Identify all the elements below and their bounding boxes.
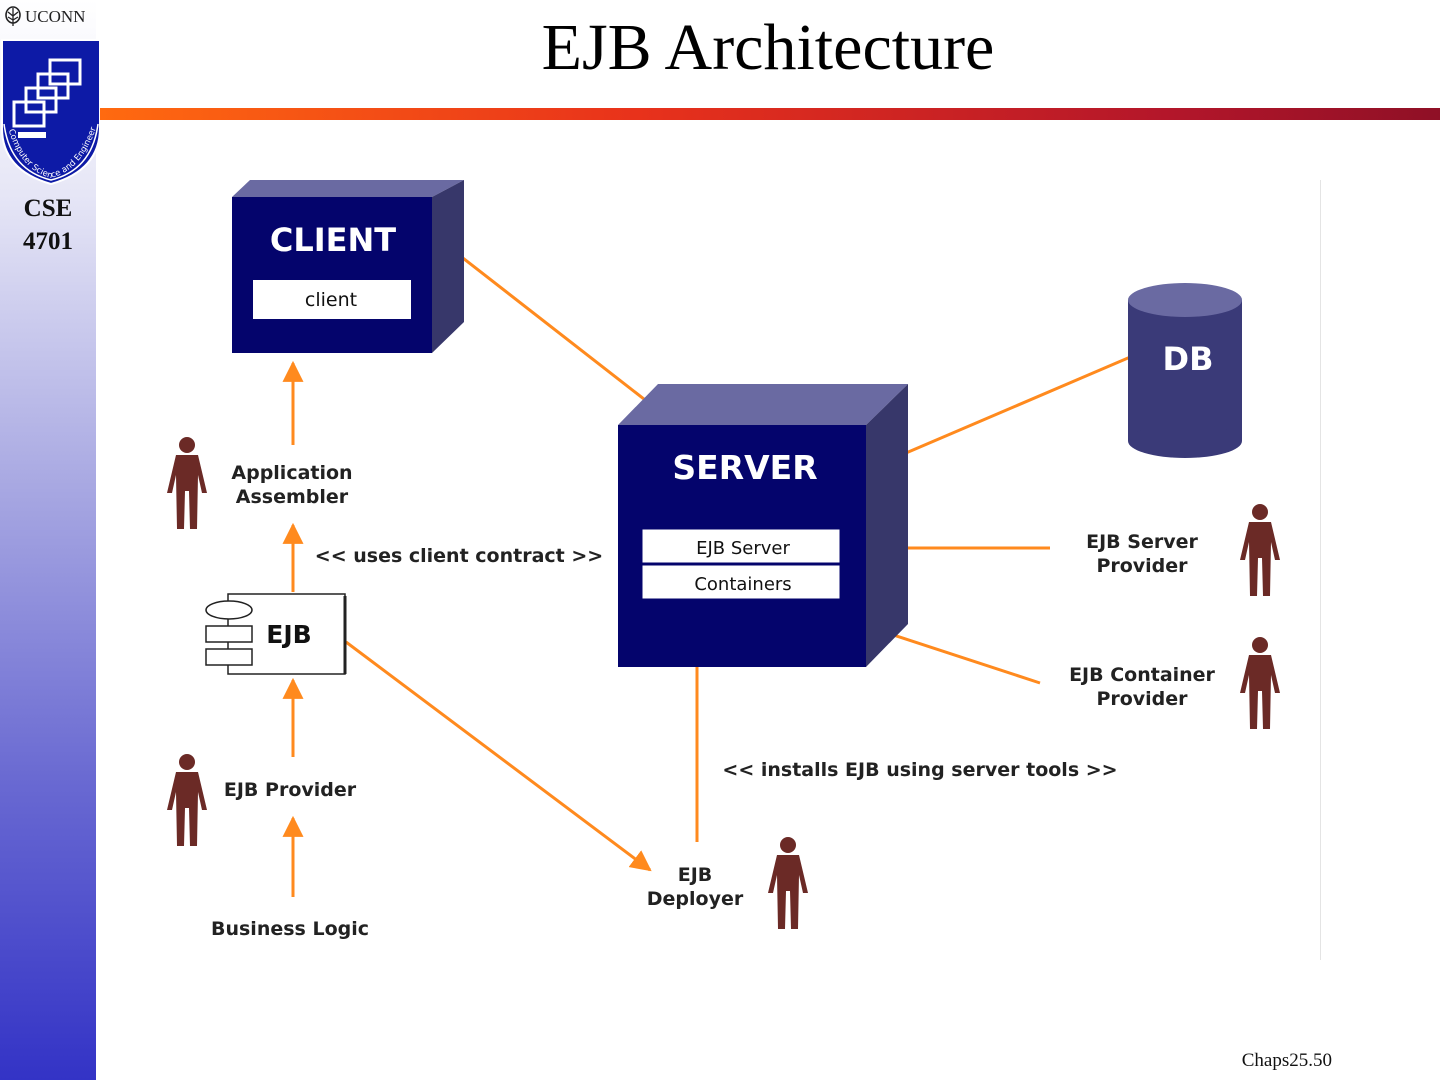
ejb-deployer-person-icon <box>768 837 808 929</box>
ejb-architecture-diagram: CLIENT client SERVER EJB Server Containe… <box>167 180 1280 940</box>
course-line-1: CSE <box>23 195 73 222</box>
ejb-server-provider-person-icon <box>1240 504 1280 596</box>
course-code: CSE 4701 <box>0 192 96 258</box>
cse-shield-logo: Computer Science and Engineering <box>0 38 101 186</box>
ejb-server-provider-label-2: Provider <box>1096 555 1188 577</box>
ejb-provider-label: EJB Provider <box>224 779 357 801</box>
ejb-provider-person-icon <box>167 754 207 846</box>
application-assembler-person-icon <box>167 437 207 529</box>
server-row-containers: Containers <box>694 574 791 595</box>
uconn-text: UCONN <box>25 7 86 26</box>
client-inner-label: client <box>305 289 357 311</box>
ejb-container-provider-person-icon <box>1240 637 1280 729</box>
ejb-label: EJB <box>266 620 311 649</box>
ejb-deployer-label-2: Deployer <box>647 888 744 910</box>
ejb-component: EJB <box>205 593 347 675</box>
client-box: CLIENT client <box>232 180 464 353</box>
client-title: CLIENT <box>270 221 396 259</box>
ejb-container-provider-label-1: EJB Container <box>1069 664 1215 686</box>
server-title: SERVER <box>672 448 817 487</box>
server-db-connector <box>884 353 1136 464</box>
ejb-server-provider-label-1: EJB Server <box>1086 531 1198 553</box>
ejb-deployer-arrow <box>345 640 652 872</box>
slide-title: EJB Architecture <box>541 11 995 84</box>
server-row-ejb-server: EJB Server <box>696 538 790 559</box>
server-box: SERVER EJB Server Containers <box>618 384 908 667</box>
ejb-deployer-label-1: EJB <box>678 864 713 886</box>
slide-footer: Chaps25.50 <box>1241 1050 1332 1071</box>
application-assembler-label-1: Application <box>231 462 352 484</box>
client-server-connector <box>449 246 659 412</box>
application-assembler-label-2: Assembler <box>236 486 349 508</box>
oak-leaf-icon <box>5 6 21 26</box>
title-rule <box>100 108 1440 120</box>
db-cylinder: DB <box>1128 283 1242 458</box>
ejb-container-provider-label-2: Provider <box>1096 688 1188 710</box>
business-logic-label: Business Logic <box>211 918 369 940</box>
db-label: DB <box>1163 340 1214 378</box>
course-line-2: 4701 <box>23 228 73 255</box>
uconn-logo: UCONN <box>4 6 85 28</box>
uses-client-contract-label: << uses client contract >> <box>315 545 603 567</box>
image-border <box>1320 180 1321 960</box>
installs-ejb-label: << installs EJB using server tools >> <box>722 759 1117 781</box>
